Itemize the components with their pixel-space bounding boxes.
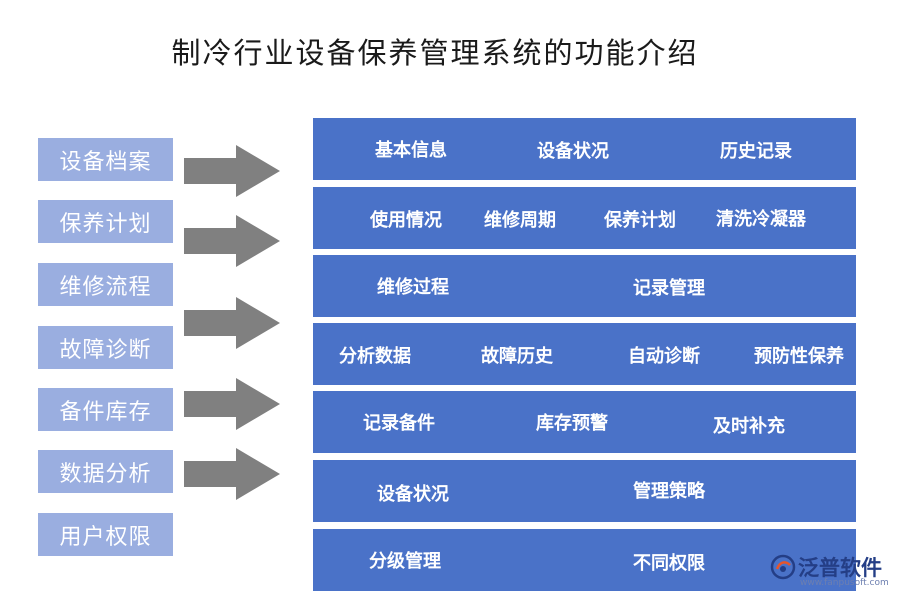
- feature-item: 库存预警: [536, 413, 608, 434]
- category-equipment-files: 设备档案: [38, 138, 173, 181]
- right-arrow-icon: [184, 448, 280, 500]
- feature-item: 自动诊断: [628, 346, 700, 367]
- category-maintenance-plan: 保养计划: [38, 200, 173, 243]
- feature-row-maintenance-plan: 使用情况 维修周期 保养计划 清洗冷凝器: [313, 187, 856, 249]
- feature-item: 使用情况: [370, 210, 442, 231]
- feature-item: 维修周期: [484, 210, 556, 231]
- feature-item: 历史记录: [720, 141, 792, 162]
- feature-row-equipment-files: 基本信息 设备状况 历史记录: [313, 118, 856, 180]
- feature-item: 保养计划: [604, 210, 676, 231]
- right-arrow-icon: [184, 215, 280, 267]
- feature-row-data-analysis: 设备状况 管理策略: [313, 460, 856, 522]
- right-arrow-icon: [184, 297, 280, 349]
- category-repair-process: 维修流程: [38, 263, 173, 306]
- category-data-analysis: 数据分析: [38, 450, 173, 493]
- feature-item: 基本信息: [375, 140, 447, 161]
- page-title: 制冷行业设备保养管理系统的功能介绍: [171, 36, 699, 70]
- feature-item: 分级管理: [369, 551, 441, 572]
- feature-item: 管理策略: [633, 481, 705, 502]
- right-arrow-icon: [184, 145, 280, 197]
- category-spare-parts: 备件库存: [38, 388, 173, 431]
- feature-item: 故障历史: [481, 346, 553, 367]
- feature-item: 记录管理: [633, 278, 705, 299]
- feature-item: 预防性保养: [754, 346, 844, 367]
- feature-row-user-permissions: 分级管理 不同权限: [313, 529, 856, 591]
- feature-row-fault-diagnosis: 分析数据 故障历史 自动诊断 预防性保养: [313, 323, 856, 385]
- feature-item: 清洗冷凝器: [716, 209, 806, 230]
- category-user-permissions: 用户权限: [38, 513, 173, 556]
- fanpu-logo-icon: [770, 554, 796, 580]
- feature-item: 及时补充: [713, 416, 785, 437]
- category-fault-diagnosis: 故障诊断: [38, 326, 173, 369]
- feature-item: 设备状况: [537, 141, 609, 162]
- feature-item: 设备状况: [377, 484, 449, 505]
- feature-row-repair-process: 维修过程 记录管理: [313, 255, 856, 317]
- right-arrow-icon: [184, 378, 280, 430]
- feature-item: 分析数据: [339, 346, 411, 367]
- feature-item: 不同权限: [633, 553, 705, 574]
- fanpu-logo: 泛普软件 www.fanpusoft.com: [770, 552, 900, 592]
- logo-url: www.fanpusoft.com: [800, 578, 889, 588]
- feature-item: 记录备件: [363, 413, 435, 434]
- feature-row-spare-parts: 记录备件 库存预警 及时补充: [313, 391, 856, 453]
- logo-name: 泛普软件: [798, 556, 882, 580]
- feature-item: 维修过程: [377, 277, 449, 298]
